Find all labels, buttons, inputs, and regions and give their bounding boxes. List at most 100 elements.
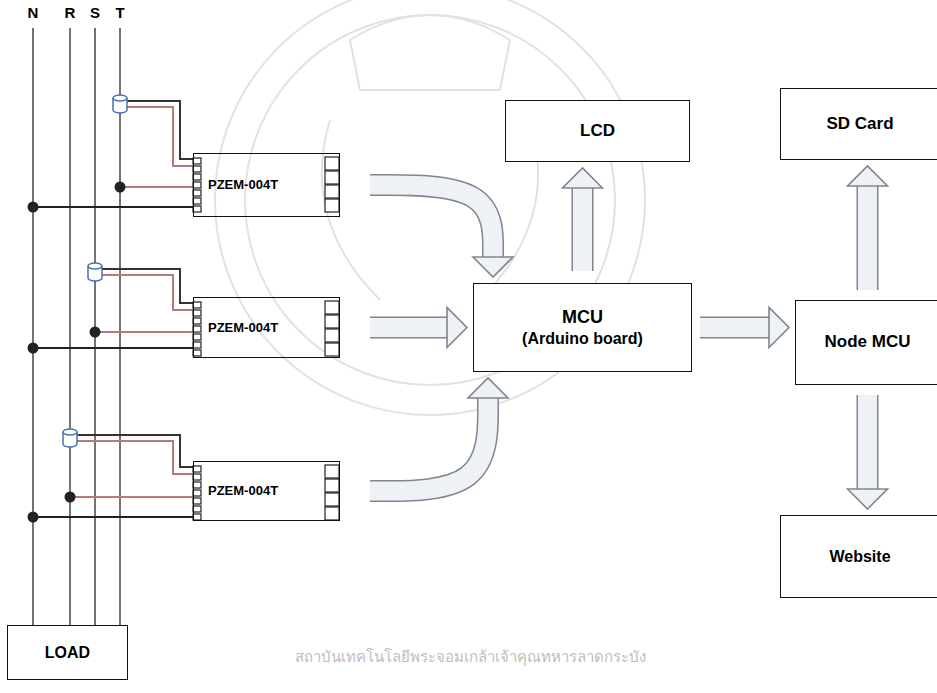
junction-dot bbox=[90, 327, 101, 338]
arrow-head bbox=[563, 168, 603, 188]
process-box: MCU(Arduino board) bbox=[473, 283, 692, 372]
module-pin bbox=[193, 514, 201, 520]
module-pin bbox=[193, 506, 201, 512]
module-terminal bbox=[325, 315, 339, 328]
box-label: Website bbox=[829, 547, 890, 566]
arrow-body bbox=[573, 188, 592, 271]
module-terminal bbox=[325, 185, 339, 198]
module-pin bbox=[193, 318, 201, 324]
neutral-line bbox=[32, 28, 34, 625]
module-terminal bbox=[325, 329, 339, 342]
module-pin bbox=[193, 310, 201, 316]
module-pin bbox=[193, 326, 201, 332]
arrow-head bbox=[473, 257, 513, 277]
module-pin bbox=[193, 334, 201, 340]
arrow-body-outline bbox=[857, 395, 879, 489]
module-pin bbox=[193, 302, 201, 308]
meter-module: PZEM-004T bbox=[193, 461, 340, 521]
block-arrow bbox=[370, 378, 508, 491]
module-pin bbox=[193, 182, 201, 188]
ct-wire bbox=[127, 107, 193, 166]
arrow-body-outline bbox=[572, 188, 594, 271]
block-arrow bbox=[848, 395, 888, 509]
module-pin bbox=[193, 190, 201, 196]
voltage-wire bbox=[70, 496, 193, 498]
voltage-wire bbox=[95, 331, 193, 333]
phase-label: S bbox=[90, 4, 100, 21]
module-pin bbox=[193, 482, 201, 488]
block-arrow bbox=[370, 185, 513, 277]
ct-sensor bbox=[88, 263, 102, 269]
arrow-head bbox=[848, 166, 888, 186]
module-terminal bbox=[325, 199, 339, 212]
arrow-body bbox=[858, 395, 877, 489]
ct-sensor bbox=[63, 429, 77, 435]
arrow-body-outline bbox=[370, 185, 493, 257]
box-label: LCD bbox=[580, 121, 615, 141]
ct-sensor bbox=[113, 95, 127, 101]
module-pin bbox=[193, 174, 201, 180]
watermark-text: สถาบันเทคโนโลยีพระจอมเกล้าเจ้าคุณทหารลาด… bbox=[295, 645, 646, 669]
box-label: LOAD bbox=[45, 643, 90, 662]
arrow-head bbox=[848, 489, 888, 509]
neutral-wire bbox=[33, 516, 193, 518]
module-pin bbox=[193, 342, 201, 348]
ct-wire bbox=[77, 441, 193, 474]
module-terminal bbox=[325, 343, 339, 356]
module-pin bbox=[193, 474, 201, 480]
arrow-body bbox=[700, 318, 769, 337]
module-terminal bbox=[325, 171, 339, 184]
junction-dots bbox=[28, 182, 126, 523]
ct-wire bbox=[77, 435, 193, 467]
phase-label: N bbox=[28, 4, 39, 21]
junction-dot bbox=[28, 512, 39, 523]
junction-dot bbox=[115, 182, 126, 193]
arrow-body bbox=[370, 318, 447, 337]
voltage-wire bbox=[120, 186, 193, 188]
box-label: SD Card bbox=[826, 114, 893, 134]
module-terminal bbox=[325, 493, 339, 506]
module-pin bbox=[193, 490, 201, 496]
module-pin bbox=[193, 158, 201, 164]
arrow-body-outline bbox=[700, 317, 769, 339]
process-box: SD Card bbox=[780, 88, 937, 160]
module-terminal bbox=[325, 301, 339, 314]
ct-wire bbox=[102, 275, 193, 310]
module-terminal bbox=[325, 157, 339, 170]
block-arrow bbox=[563, 168, 603, 271]
box-label: PZEM-004T bbox=[208, 483, 278, 499]
arrow-head bbox=[447, 308, 467, 348]
module-pin bbox=[193, 498, 201, 504]
module-pin bbox=[193, 198, 201, 204]
box-label: MCU bbox=[562, 307, 603, 329]
module-terminal bbox=[325, 465, 339, 478]
arrow-head bbox=[468, 378, 508, 398]
neutral-wire bbox=[33, 347, 193, 349]
arrow-body-outline bbox=[370, 317, 447, 339]
phase-line bbox=[69, 28, 71, 625]
module-terminal bbox=[325, 507, 339, 520]
phase-line bbox=[119, 28, 121, 625]
junction-dot bbox=[65, 492, 76, 503]
arrow-body bbox=[858, 186, 877, 290]
phase-label: T bbox=[115, 4, 124, 21]
junction-dot bbox=[28, 343, 39, 354]
box-label: PZEM-004T bbox=[208, 320, 278, 336]
module-pin bbox=[193, 206, 201, 212]
meter-module: PZEM-004T bbox=[193, 153, 340, 217]
arrow-head bbox=[769, 308, 789, 348]
box-label: PZEM-004T bbox=[208, 177, 278, 193]
meter-module: PZEM-004T bbox=[193, 297, 340, 358]
module-pin bbox=[193, 166, 201, 172]
neutral-wire bbox=[33, 206, 193, 208]
process-box: LOAD bbox=[7, 625, 128, 680]
box-sublabel: (Arduino board) bbox=[522, 329, 643, 348]
arrow-body-outline bbox=[857, 186, 879, 290]
process-box: Website bbox=[780, 515, 937, 598]
current-transformers bbox=[63, 95, 127, 447]
block-arrow bbox=[700, 308, 789, 348]
ct-wire bbox=[127, 101, 193, 159]
module-pins bbox=[193, 157, 339, 520]
block-arrow bbox=[848, 166, 888, 290]
